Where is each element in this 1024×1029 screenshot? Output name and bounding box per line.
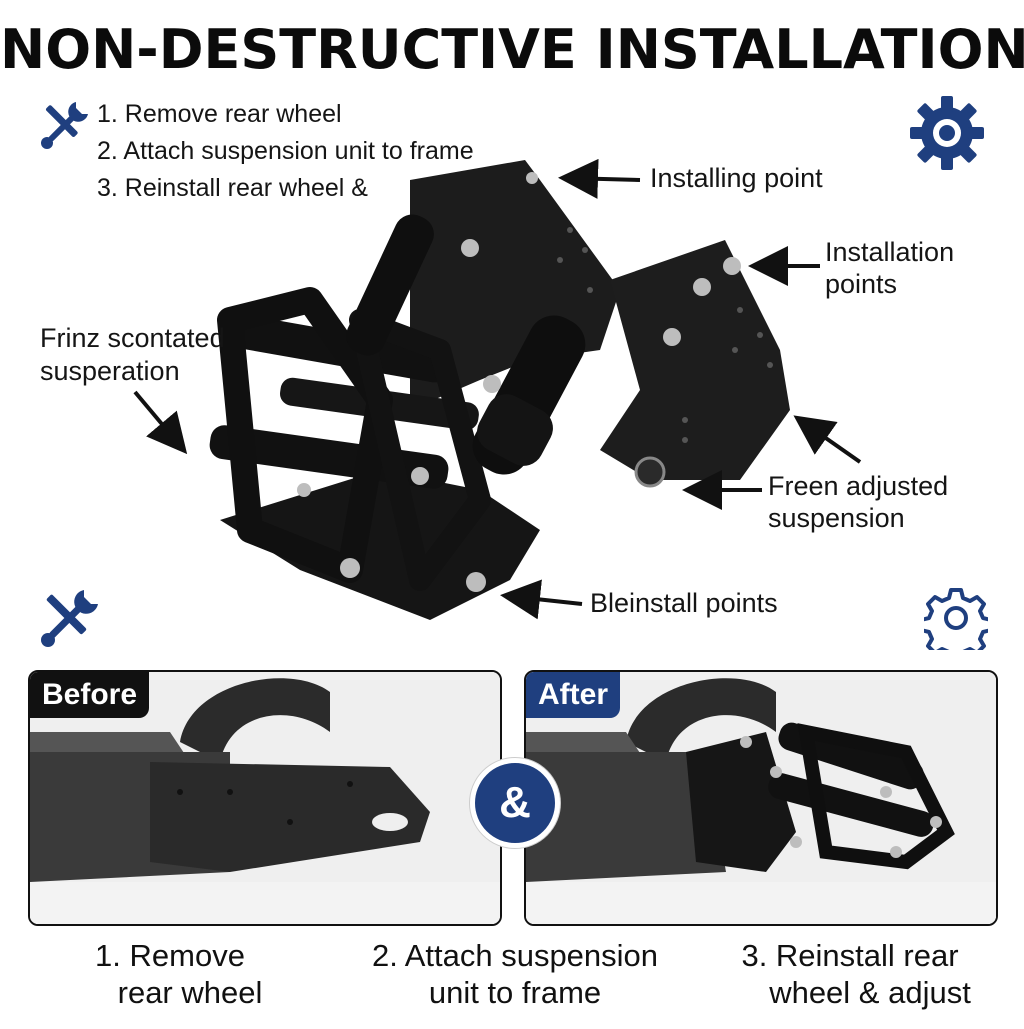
callout-installation-points-line1: Installation xyxy=(825,237,955,267)
callout-installation-points-line2: points xyxy=(825,269,898,299)
callout-freen-line2: suspension xyxy=(768,503,905,533)
callout-frinz-line1: Frinz scontated xyxy=(40,323,225,353)
callout-bleinstall-points: Bleinstall points xyxy=(590,588,778,618)
bottom-step-1-line1: 1. Remove xyxy=(95,938,245,973)
suspension-unit-illustration xyxy=(180,150,820,655)
after-label: After xyxy=(526,672,621,718)
bottom-step-2: 2. Attach suspension unit to frame xyxy=(350,937,680,1011)
step-line-1: 1. Remove rear wheel xyxy=(97,100,342,128)
bottom-step-2-line1: 2. Attach suspension xyxy=(371,938,659,973)
callout-installing-point: Installing point xyxy=(650,163,823,193)
bottom-step-3-line2: wheel & adjust xyxy=(769,975,971,1010)
before-label: Before xyxy=(30,672,150,718)
bottom-step-2-line2: unit to frame xyxy=(428,975,602,1010)
gear-icon xyxy=(908,94,986,177)
gear-outline-icon xyxy=(919,586,993,662)
page-title: NON-DESTRUCTIVE INSTALLATION xyxy=(0,18,1024,81)
step-line-2: 2. Attach suspension unit to frame xyxy=(97,137,474,165)
callout-frinz-line2: susperation xyxy=(40,356,180,386)
ampersand-badge: & xyxy=(470,758,560,848)
wrench-screwdriver-icon xyxy=(38,98,92,157)
step-line-3: 3. Reinstall rear wheel & xyxy=(97,174,368,202)
bottom-step-3-line1: 3. Reinstall rear xyxy=(741,938,959,973)
callout-freen-line1: Freen adjusted xyxy=(768,471,949,501)
bottom-step-1-line2: rear wheel xyxy=(117,975,263,1010)
bottom-step-1: 1. Remove rear wheel xyxy=(55,937,285,1011)
wrench-screwdriver-icon xyxy=(38,586,102,655)
before-panel: Before xyxy=(28,670,502,926)
bottom-step-3: 3. Reinstall rear wheel & adjust xyxy=(710,937,990,1011)
after-panel: After xyxy=(524,670,998,926)
